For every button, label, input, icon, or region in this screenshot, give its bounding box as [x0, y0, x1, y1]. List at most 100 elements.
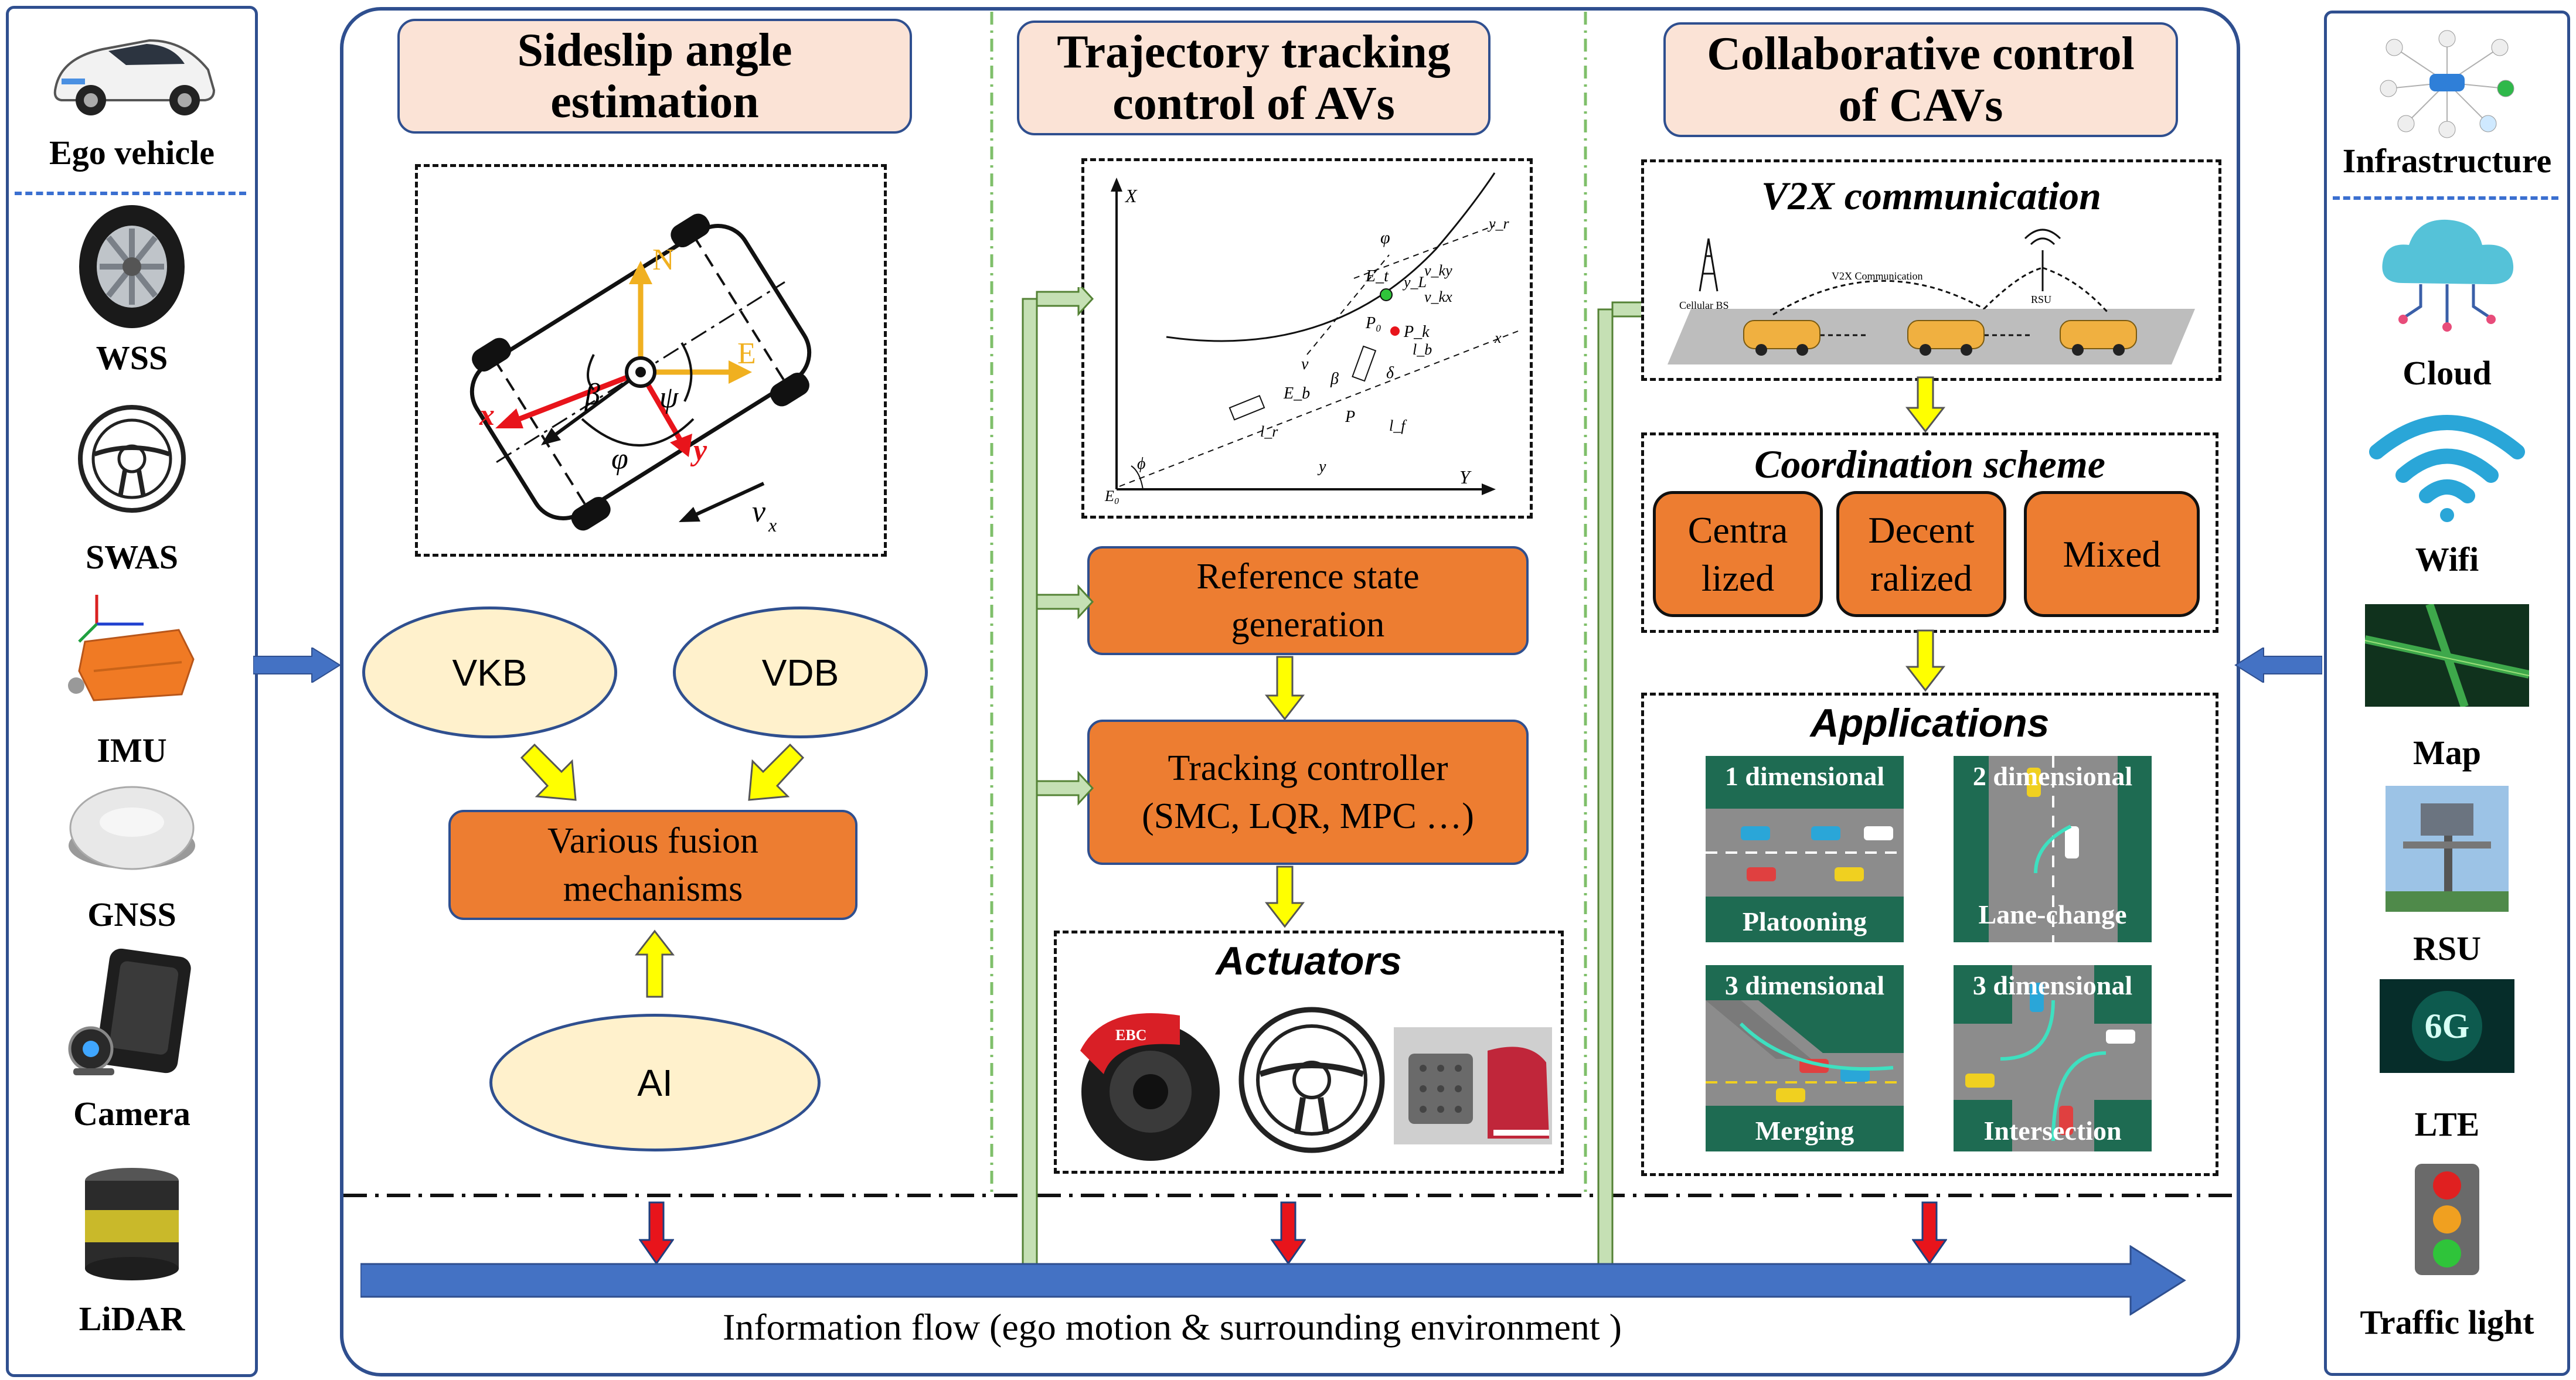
v2x-scene: Cellular BS V2X Communication RSU: [1668, 229, 2195, 364]
vehicle-model-diagram: N E x y β ψ φ v x: [415, 164, 887, 557]
swas-label: SWAS: [86, 538, 178, 576]
applications-title: Applications: [1810, 701, 2050, 745]
intersection-tile: 3 dimensional Intersection: [1954, 965, 2152, 1151]
app-top-label: 3 dimensional: [1972, 970, 2133, 1000]
svg-text:l_b: l_b: [1413, 341, 1432, 358]
svg-text:v_ky: v_ky: [1424, 262, 1452, 279]
svg-text:y_r: y_r: [1487, 215, 1510, 232]
camera-label: Camera: [73, 1095, 190, 1133]
trajectory-geometry-diagram: X Y ϕ E₀ E_b P P₀ P_k E_t y_L v_kx v_ky …: [1081, 158, 1533, 519]
svg-text:X: X: [1124, 185, 1138, 206]
map-label: Map: [2413, 734, 2481, 772]
mixed-option: Mixed: [2024, 491, 2200, 617]
svg-text:P_k: P_k: [1403, 323, 1430, 341]
option-line: ralized: [1870, 557, 1973, 599]
option-line: Decent: [1868, 509, 1975, 551]
tracking-controller-box: Tracking controller (SMC, LQR, MPC …): [1087, 720, 1529, 865]
red-down-arrow: [639, 1201, 674, 1265]
platooning-tile: 1 dimensional Platooning: [1706, 756, 1904, 942]
phi-label: φ: [611, 442, 628, 476]
vkb-ellipse: VKB: [362, 606, 617, 738]
app-bottom-label: Merging: [1755, 1116, 1854, 1146]
svg-text:δ: δ: [1386, 364, 1394, 382]
svg-text:φ: φ: [1380, 228, 1390, 247]
information-flow-arrow: [360, 1245, 2186, 1316]
v2x-to-coordination-arrow: [1905, 376, 1946, 433]
vehicle-icons: [1743, 320, 2137, 356]
sensor-input-arrow: [253, 648, 341, 683]
wifi-label: Wifi: [2415, 540, 2479, 578]
title-line: Sideslip angle: [517, 25, 792, 76]
option-line: Centra: [1687, 509, 1788, 551]
tracking-line: Tracking controller: [1168, 748, 1448, 788]
lidar-label: LiDAR: [79, 1300, 185, 1338]
information-flow-label: Information flow (ego motion & surroundi…: [723, 1306, 1622, 1348]
svg-text:Y: Y: [1459, 466, 1472, 488]
svg-text:E_t: E_t: [1365, 267, 1389, 285]
rsu-icon: [2386, 786, 2509, 912]
svg-text:l_f: l_f: [1389, 417, 1407, 434]
option-line: lized: [1701, 557, 1775, 599]
coordination-box: Coordination scheme Centra lized Decent ra…: [1641, 432, 2218, 633]
svg-text:E_b: E_b: [1283, 384, 1310, 403]
option-line: Mixed: [2063, 533, 2161, 575]
vx-sub: x: [768, 514, 777, 536]
vkb-to-fusion-arrow: [520, 743, 577, 801]
y-axis-label: y: [690, 434, 707, 467]
svg-text:y_L: y_L: [1402, 274, 1427, 291]
v2x-link-label: V2X Communication: [1832, 270, 1923, 282]
separator: [15, 192, 246, 195]
app-bottom-label: Lane-change: [1978, 899, 2127, 929]
east-label: E: [737, 337, 756, 370]
gnss-label: GNSS: [87, 895, 176, 933]
fusion-line: Various fusion: [547, 821, 758, 861]
svg-text:P₀: P₀: [1365, 314, 1381, 332]
tracking-to-actuators-arrow: [1264, 866, 1305, 928]
title-line: Collaborative control: [1707, 28, 2135, 80]
sensor-panel: Ego vehicle WSS SWAS: [6, 6, 258, 1377]
coordination-to-applications-arrow: [1905, 629, 1946, 692]
psi-label: ψ: [659, 381, 679, 414]
ai-ellipse: AI: [489, 1014, 821, 1151]
north-label: N: [652, 243, 675, 277]
vdb-label: VDB: [761, 651, 839, 694]
camera-icon: [62, 946, 202, 1078]
svg-text:6G: 6G: [2425, 1007, 2470, 1045]
tracking-line: (SMC, LQR, MPC …): [1142, 796, 1474, 836]
lane-change-tile: 2 dimensional Lane-change: [1954, 756, 2152, 942]
applications-box: Applications 1 dimensional Platooning 2 …: [1641, 693, 2218, 1176]
title-line: Trajectory tracking: [1057, 26, 1451, 78]
infrastructure-input-arrow: [2234, 648, 2322, 683]
fusion-line: mechanisms: [563, 869, 743, 909]
feedback-arrow-col3: [1597, 293, 1670, 1266]
title-line: of CAVs: [1838, 80, 2003, 131]
imu-icon: [62, 589, 202, 706]
fusion-mechanisms-box: Various fusion mechanisms: [448, 810, 857, 920]
svg-text:β: β: [1330, 370, 1339, 388]
coordination-title: Coordination scheme: [1754, 442, 2105, 486]
svg-text:l_r: l_r: [1260, 423, 1278, 440]
svg-text:x: x: [1494, 329, 1502, 346]
steering-wheel-actuator-icon: [1236, 1004, 1388, 1156]
svg-text:y: y: [1317, 458, 1326, 476]
infrastructure-label: Infrastructure: [2342, 142, 2552, 180]
ai-to-fusion-arrow: [634, 929, 675, 998]
vx-label: v: [752, 495, 766, 529]
lte-label: LTE: [2414, 1105, 2480, 1143]
traffic-light-icon: [2397, 1161, 2497, 1278]
merging-tile: 3 dimensional Merging: [1706, 965, 1904, 1151]
app-bottom-label: Intersection: [1983, 1116, 2122, 1146]
red-down-arrow: [1912, 1201, 1947, 1265]
app-top-label: 2 dimensional: [1972, 761, 2133, 791]
wifi-icon: [2365, 405, 2529, 522]
gnss-antenna-icon: [64, 781, 199, 875]
svg-text:EBC: EBC: [1115, 1027, 1146, 1044]
x-axis-label: x: [479, 398, 495, 432]
app-bottom-label: Platooning: [1742, 907, 1867, 936]
imu-label: IMU: [97, 731, 167, 769]
